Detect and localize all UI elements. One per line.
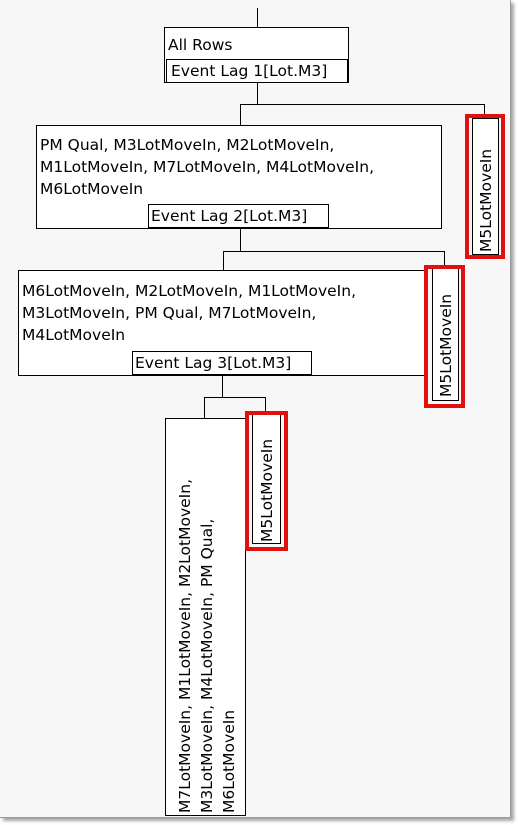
- tree-node-level3-right[interactable]: M5LotMoveIn: [252, 412, 281, 544]
- split-text: Event Lag 3[Lot.M3]: [135, 354, 292, 372]
- node-label: M6LotMoveIn, M2LotMoveIn, M1LotMoveIn, M…: [22, 282, 356, 344]
- node-label: All Rows: [168, 36, 233, 54]
- tree-node-level2-right[interactable]: M5LotMoveIn: [432, 265, 459, 401]
- highlight-box: [245, 411, 288, 551]
- highlight-box: [424, 265, 465, 408]
- node-label: PM Qual, M3LotMoveIn, M2LotMoveIn, M1Lot…: [40, 136, 374, 198]
- node-label-vertical: M7LotMoveIn, M1LotMoveIn, M2LotMoveIn, M…: [176, 479, 238, 813]
- tree-node-level3-left[interactable]: M7LotMoveIn, M1LotMoveIn, M2LotMoveIn, M…: [165, 418, 246, 816]
- tree-node-level1-right[interactable]: M5LotMoveIn: [472, 118, 499, 255]
- split-text: Event Lag 1[Lot.M3]: [171, 62, 328, 80]
- split-label-level2: Event Lag 3[Lot.M3]: [132, 351, 312, 375]
- highlight-box: [465, 114, 505, 259]
- split-label-level1: Event Lag 2[Lot.M3]: [148, 204, 329, 228]
- split-text: Event Lag 2[Lot.M3]: [151, 207, 308, 225]
- split-label-root: Event Lag 1[Lot.M3]: [166, 59, 348, 83]
